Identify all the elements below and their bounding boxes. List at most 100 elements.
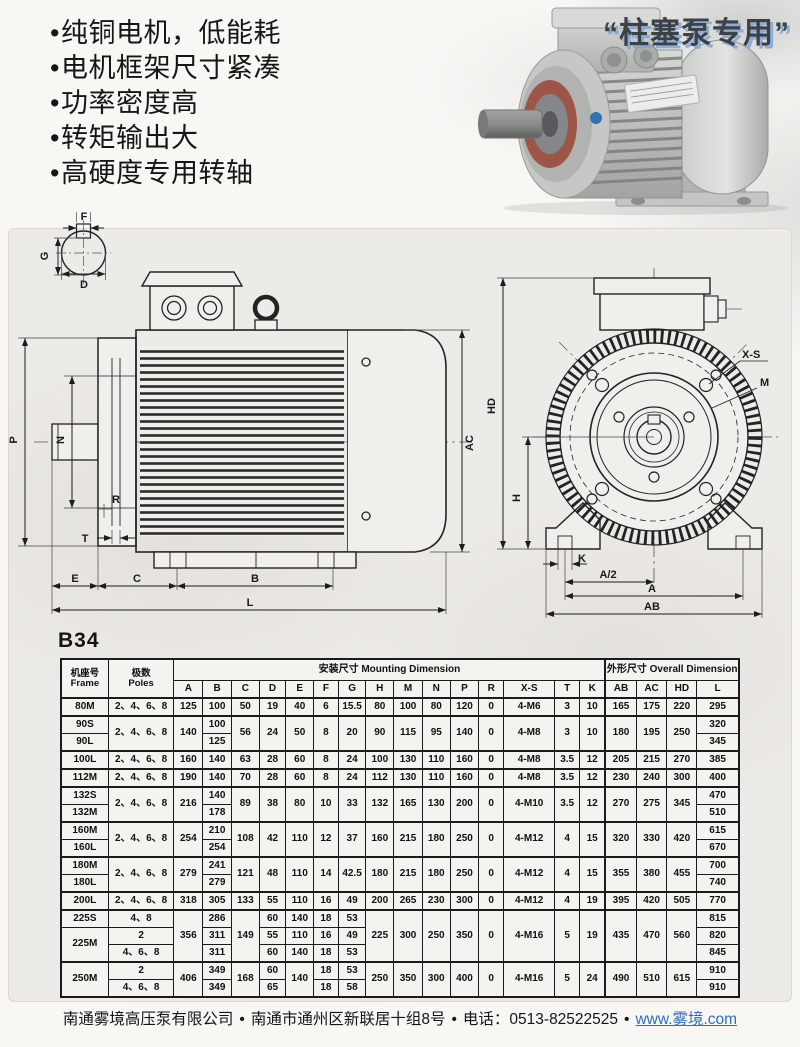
table-cell: 140 xyxy=(202,768,232,788)
table-cell: 15 xyxy=(579,821,606,858)
table-cell: 180 xyxy=(604,715,637,752)
table-cell: 420 xyxy=(666,821,698,858)
table-cell: 0 xyxy=(478,750,505,770)
table-cell: 4、8 xyxy=(107,909,175,928)
dim-label-a-half: A/2 xyxy=(599,569,616,581)
table-cell: 200 xyxy=(449,786,480,823)
table-cell: 130 xyxy=(393,768,423,788)
table-cell: 0 xyxy=(478,715,505,752)
table-cell: 345 xyxy=(666,786,698,823)
footer-website-link[interactable]: www.雾境.com xyxy=(635,1011,738,1028)
table-cell: 110 xyxy=(421,768,451,788)
table-cell: 0 xyxy=(478,856,505,893)
col-header-l: L xyxy=(696,680,740,699)
table-cell: 53 xyxy=(337,909,367,928)
table-cell: 24 xyxy=(258,715,287,752)
bullet: • xyxy=(50,53,60,83)
table-cell: 225S xyxy=(60,909,109,928)
table-cell: 80M xyxy=(60,697,109,717)
table-cell: 42 xyxy=(258,821,287,858)
table-cell: 50 xyxy=(285,715,315,752)
feature-item: •转矩输出大 xyxy=(50,123,199,153)
dim-label-l: L xyxy=(247,597,254,609)
footer-address: 南通市通州区新联居十组8号 xyxy=(250,1011,446,1028)
table-cell: 349 xyxy=(202,979,232,998)
table-cell: 910 xyxy=(696,961,740,980)
table-cell: 3.5 xyxy=(554,786,580,823)
table-cell: 60 xyxy=(258,909,287,928)
table-cell: 3 xyxy=(554,697,580,717)
technical-drawing: F G D xyxy=(8,211,778,618)
table-cell: 112M xyxy=(60,768,109,788)
table-cell: 12 xyxy=(579,750,606,770)
table-cell: 121 xyxy=(230,856,260,893)
table-cell: 400 xyxy=(696,768,740,788)
table-cell: 95 xyxy=(421,715,451,752)
table-cell: 2、4、6、8 xyxy=(107,750,175,770)
table-cell: 350 xyxy=(393,961,423,998)
table-cell: 180 xyxy=(421,856,451,893)
table-cell: 20 xyxy=(337,715,367,752)
table-cell: 275 xyxy=(635,786,668,823)
table-cell: 510 xyxy=(635,961,668,998)
table-cell: 18 xyxy=(313,909,339,928)
table-cell: 2、4、6、8 xyxy=(107,697,175,717)
table-cell: 28 xyxy=(258,750,287,770)
table-cell: 100 xyxy=(365,750,395,770)
table-cell: 110 xyxy=(285,927,315,945)
feature-item: •高硬度专用转轴 xyxy=(50,158,254,188)
table-cell: 5 xyxy=(554,961,580,998)
table-cell: 110 xyxy=(285,891,315,911)
table-cell: 210 xyxy=(202,821,232,840)
table-cell: 108 xyxy=(230,821,260,858)
table-cell: 305 xyxy=(202,891,232,911)
table-cell: 110 xyxy=(285,821,315,858)
table-cell: 125 xyxy=(173,697,204,717)
table-cell: 16 xyxy=(313,891,339,911)
table-cell: 125 xyxy=(202,733,232,752)
footer-separator: • xyxy=(624,1011,630,1028)
table-cell: 510 xyxy=(696,804,740,823)
table-cell: 670 xyxy=(696,839,740,858)
table-cell: 8 xyxy=(313,715,339,752)
col-header-t: T xyxy=(554,680,580,699)
table-cell: 318 xyxy=(173,891,204,911)
col-group-overall: 外形尺寸 Overall Dimension xyxy=(604,658,740,681)
table-cell: 0 xyxy=(478,768,505,788)
table-cell: 250 xyxy=(449,821,480,858)
table-cell: 355 xyxy=(604,856,637,893)
table-cell: 24 xyxy=(337,750,367,770)
table-cell: 140 xyxy=(285,944,315,963)
table-cell: 279 xyxy=(202,874,232,893)
col-header-c: C xyxy=(230,680,260,699)
table-cell: 48 xyxy=(258,856,287,893)
table-cell: 58 xyxy=(337,979,367,998)
table-cell: 225M xyxy=(60,927,109,963)
table-cell: 50 xyxy=(230,697,260,717)
dim-label-c: C xyxy=(133,573,141,585)
table-cell: 4-M12 xyxy=(503,856,556,893)
table-cell: 200L xyxy=(60,891,109,911)
table-cell: 5 xyxy=(554,909,580,963)
dim-label-hd: HD xyxy=(486,398,498,414)
feature-list: •纯铜电机，低能耗 •电机框架尺寸紧凑 •功率密度高 •转矩输出大 •高硬度专用… xyxy=(50,16,450,191)
dimension-table-wrap: 机座号 Frame 极数 Poles 安装尺寸 Mounting Dimensi… xyxy=(60,658,740,998)
table-cell: 406 xyxy=(173,961,204,998)
table-cell: 4-M6 xyxy=(503,697,556,717)
badge-plunger-pump: “柱塞泵专用” xyxy=(603,17,790,50)
dim-label-a: A xyxy=(648,583,656,595)
table-cell: 356 xyxy=(173,909,204,963)
table-cell: 320 xyxy=(604,821,637,858)
table-cell: 80 xyxy=(365,697,395,717)
table-cell: 55 xyxy=(258,891,287,911)
col-group-mounting: 安装尺寸 Mounting Dimension xyxy=(173,658,606,681)
table-cell: 330 xyxy=(635,821,668,858)
table-cell: 60 xyxy=(285,750,315,770)
table-cell: 4、6、8 xyxy=(107,944,175,963)
table-cell: 395 xyxy=(604,891,637,911)
col-header-poles: 极数 Poles xyxy=(107,658,175,699)
